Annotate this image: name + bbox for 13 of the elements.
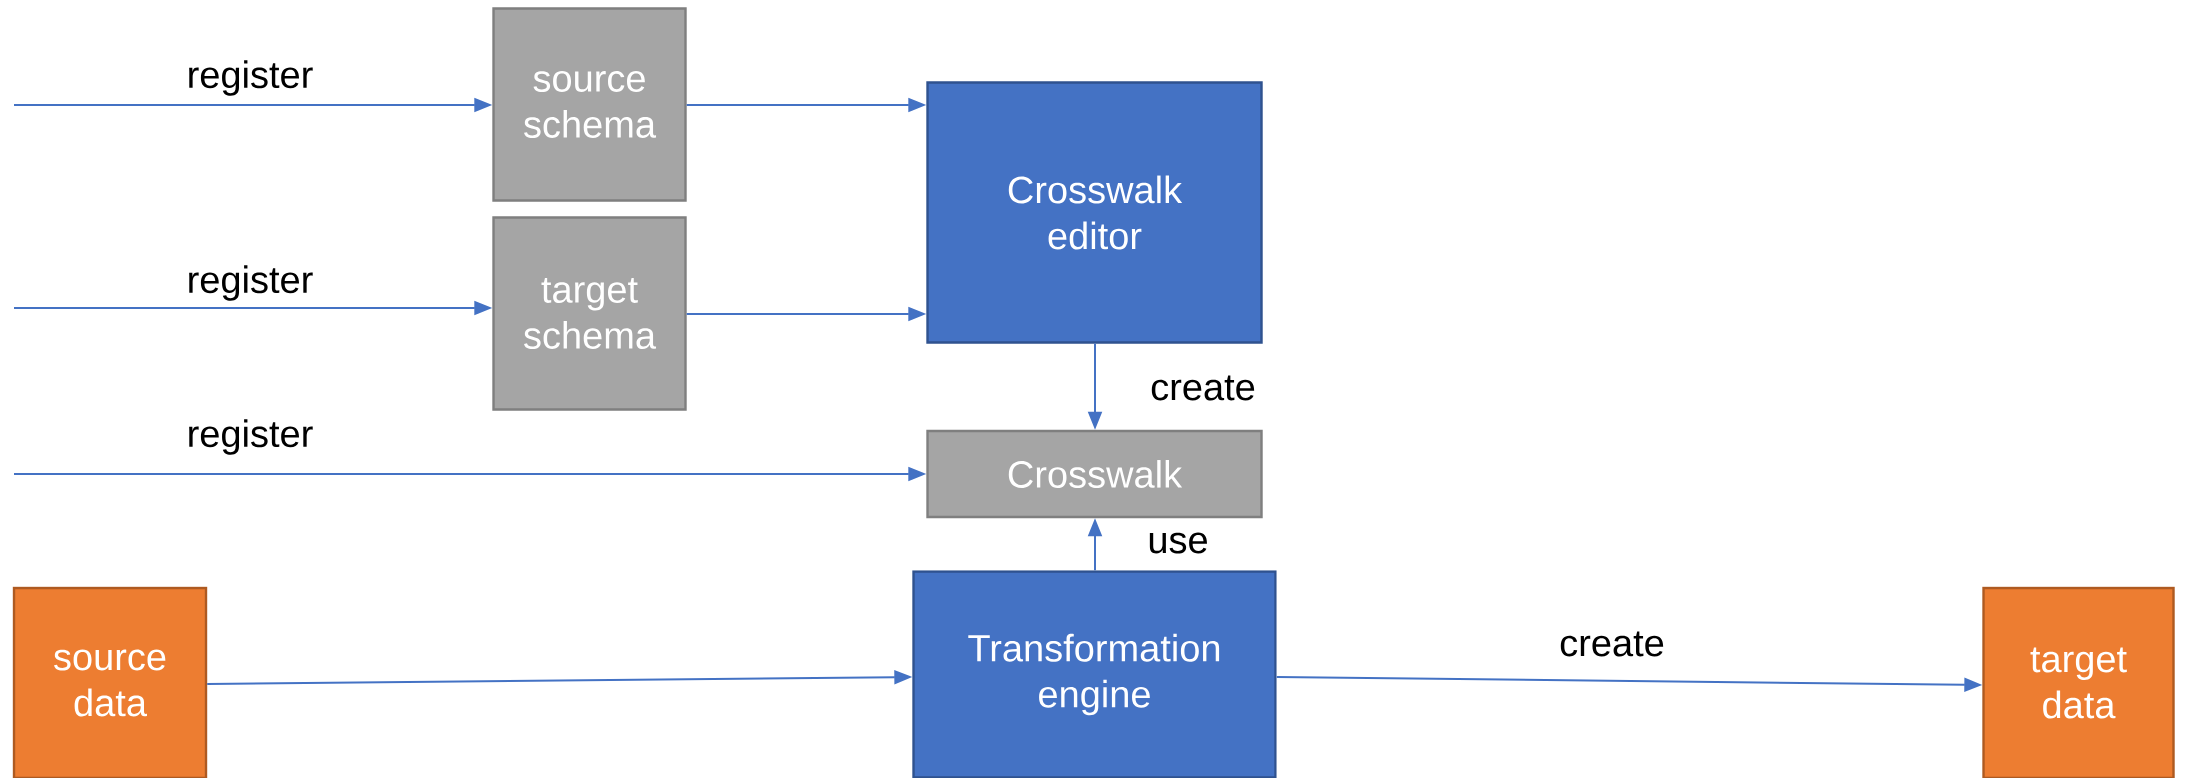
process-box: Transformation engine — [912, 570, 1277, 778]
data-box: source data — [12, 586, 208, 778]
process-box: Crosswalk editor — [926, 81, 1263, 344]
edge-label: register — [184, 263, 316, 303]
schema-box: Crosswalk — [926, 429, 1263, 519]
schema-box: source schema — [492, 7, 687, 202]
edge-label: create — [1557, 629, 1667, 659]
schema-box: target schema — [492, 216, 687, 411]
edge-label: create — [1148, 373, 1258, 403]
data-box: target data — [1982, 586, 2175, 778]
edge-label: register — [184, 58, 316, 98]
edge-label: register — [184, 417, 316, 457]
edge-label: use — [1145, 530, 1211, 556]
